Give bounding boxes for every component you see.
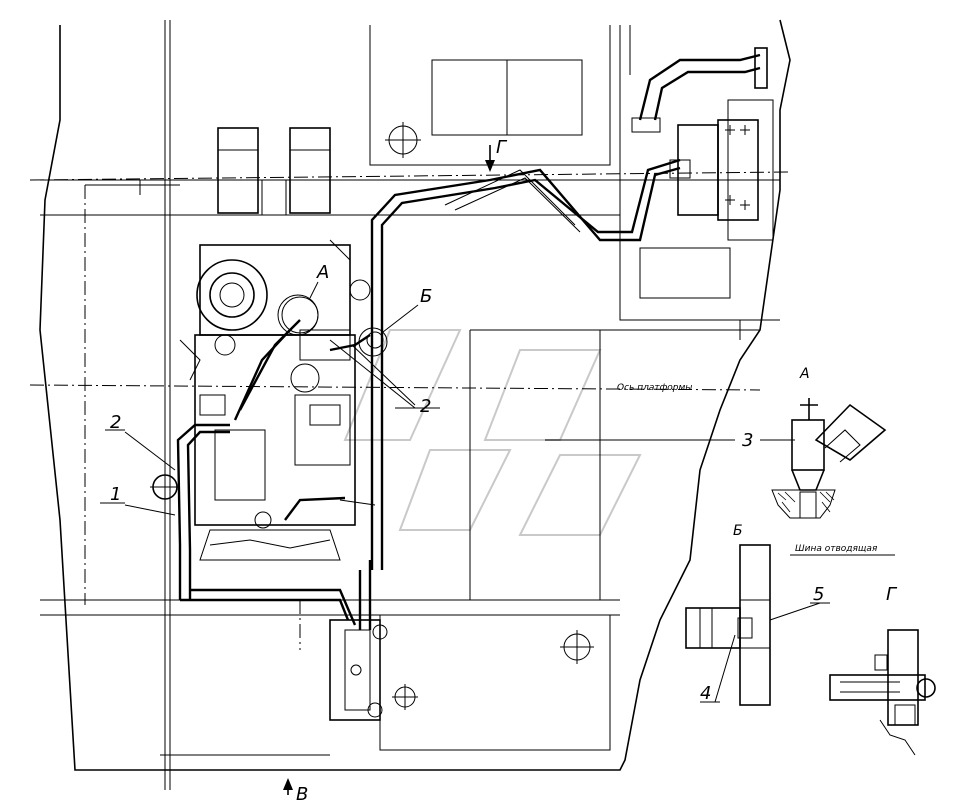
label-num-2-left: 2 bbox=[110, 412, 121, 433]
upper-right-fittings bbox=[631, 47, 774, 299]
label-num-5: 5 bbox=[813, 584, 824, 605]
label-g-top: Г bbox=[496, 137, 508, 158]
label-num-4: 4 bbox=[700, 683, 711, 704]
label-view-v: В bbox=[296, 784, 308, 805]
label-num-1: 1 bbox=[110, 484, 121, 505]
label-view-b: Б bbox=[733, 523, 743, 539]
detail-a bbox=[760, 398, 887, 519]
detail-g bbox=[829, 629, 936, 756]
label-frame-note: Шина отводящая bbox=[795, 544, 878, 554]
view-arrows bbox=[283, 145, 495, 795]
label-num-3: 3 bbox=[742, 430, 753, 451]
label-view-g: Г bbox=[886, 584, 898, 605]
detail-b bbox=[685, 544, 895, 706]
callouts bbox=[100, 281, 440, 516]
label-view-a: А bbox=[799, 366, 810, 382]
watermark-logo bbox=[343, 329, 642, 536]
lower-bracket bbox=[329, 619, 594, 721]
label-a-top: А bbox=[316, 262, 329, 283]
labels: А Б Г 1 2 2 3 4 5 А Б Г В Ось платформы … bbox=[110, 137, 898, 805]
label-platform-axis: Ось платформы bbox=[617, 383, 692, 393]
label-b-top: Б bbox=[420, 286, 432, 307]
engine-block bbox=[179, 127, 371, 561]
label-num-2-right: 2 bbox=[420, 396, 431, 417]
axis-lines bbox=[29, 171, 791, 650]
top-panel bbox=[385, 59, 583, 158]
